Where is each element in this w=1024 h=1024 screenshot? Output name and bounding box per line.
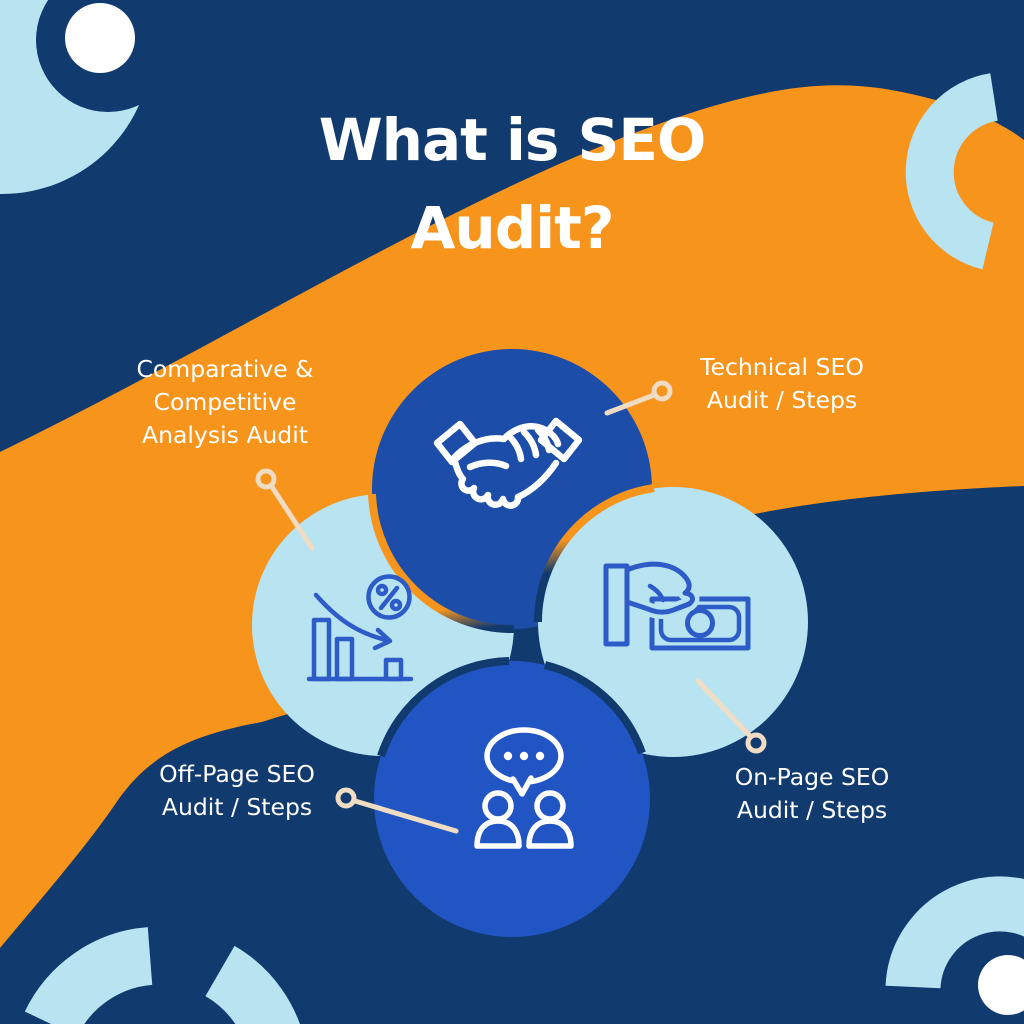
person-2-body (526, 818, 574, 849)
declining-bar-chart-icon (306, 574, 414, 682)
bubble-dot-1 (503, 751, 513, 761)
label-line: Competitive (153, 388, 297, 416)
handshake-knuckles (451, 458, 560, 509)
chart-bar-3 (383, 657, 404, 682)
label-technical-seo: Technical SEO Audit / Steps (632, 351, 932, 417)
speech-bubble-tail (510, 775, 534, 797)
percent-dot-2 (389, 598, 403, 612)
corner-decoration-bottom-right (885, 876, 1024, 1015)
banknote-frame (658, 604, 742, 643)
connector-offpage-line (352, 798, 459, 834)
venn-circles (252, 349, 808, 937)
bubble-dot-2 (519, 751, 529, 761)
title-line-1: What is SEO (318, 106, 707, 174)
banknote-outline (649, 596, 751, 651)
connector-comparative-line (269, 484, 315, 551)
corner-decoration-top-right (905, 73, 999, 270)
hand-finger (647, 583, 666, 603)
handshake-finger-2 (520, 428, 540, 459)
banknote-coin (685, 608, 715, 638)
people-conversation-icon (474, 727, 574, 849)
handshake-finger-1 (505, 432, 525, 463)
label-line: Analysis Audit (142, 421, 308, 449)
decor-white-circle (65, 3, 135, 73)
handshake-hands-top (449, 423, 562, 463)
handshake-right-sleeve (537, 417, 583, 463)
hand-giving-money-icon (603, 557, 751, 651)
chart-arrowhead (372, 627, 393, 651)
percent-circle (366, 574, 412, 620)
hand-sleeve (603, 563, 630, 647)
handshake-icon (433, 417, 583, 509)
decor-white-circle (978, 955, 1024, 1015)
connector-onpage-line (695, 678, 753, 739)
decor-half-ring (885, 876, 1024, 990)
percent-dot-1 (375, 583, 389, 597)
label-off-page-seo: Off-Page SEO Audit / Steps (87, 758, 387, 824)
connector-technical-line (604, 392, 657, 416)
chart-bar-2 (334, 636, 355, 682)
label-line: Audit / Steps (706, 386, 858, 414)
corner-decoration-top-left (0, 0, 180, 194)
segment-circle-onpage (538, 487, 808, 757)
connector-technical-dot (651, 380, 673, 402)
label-line: Audit / Steps (736, 796, 888, 824)
gap-arc-bottom-left (377, 657, 510, 758)
label-line: On-Page SEO (734, 763, 890, 791)
decor-arc-left (24, 927, 154, 1024)
decor-arc-right (204, 945, 300, 1024)
title-line-2: Audit? (410, 194, 615, 262)
handshake-finger-3 (534, 426, 553, 454)
connector-comparative-dot (255, 468, 277, 490)
corner-decoration-bottom-left (24, 927, 300, 1024)
label-on-page-seo: On-Page SEO Audit / Steps (662, 761, 962, 827)
label-line: Off-Page SEO (159, 760, 315, 788)
percent-slash (378, 585, 400, 611)
label-comparative-competitive-analysis: Comparative & Competitive Analysis Audit (75, 353, 375, 452)
chart-bar-1 (311, 617, 332, 682)
person-1-body (474, 818, 522, 849)
label-line: Comparative & (136, 355, 314, 383)
page-title: What is SEO Audit? (0, 96, 1024, 272)
connector-onpage-dot (745, 732, 767, 754)
connector-offpage-dot (335, 787, 357, 809)
chart-down-arrow (313, 592, 389, 643)
bubble-dot-3 (535, 751, 545, 761)
gap-arc-bottom-right (544, 661, 646, 755)
gap-arc-top-left (368, 493, 515, 634)
hand-outline (624, 561, 695, 615)
label-line: Audit / Steps (161, 793, 313, 821)
gap-arc-top-right (533, 484, 655, 623)
handshake-thumb (466, 459, 510, 471)
label-line: Technical SEO (700, 353, 864, 381)
connector-lines (255, 380, 767, 834)
